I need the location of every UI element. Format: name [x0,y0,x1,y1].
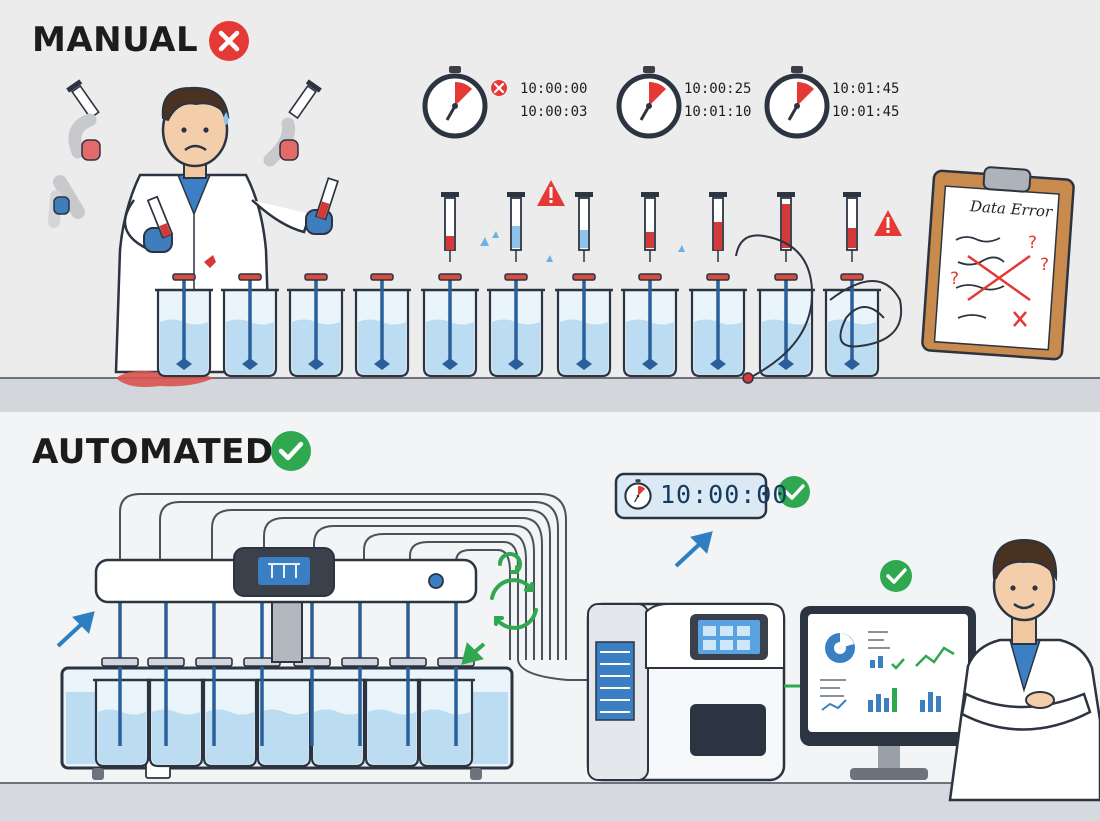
timer-readout-1: 10:00:00 10:00:03 [520,78,587,124]
manual-title: MANUAL [32,20,199,60]
automated-timer-value: 10:00:00 [660,480,789,509]
timer-3-start: 10:01:45 [832,81,900,97]
timer-display [614,472,768,520]
check-circle-icon [880,560,912,592]
automation-head [94,547,478,663]
automated-bench [0,783,1100,821]
manual-beaker-row [153,272,883,378]
warning-triangle-icon [537,180,565,206]
recycle-arrows-icon [490,552,538,630]
timer-readout-3: 10:01:45 10:01:45 [832,78,899,124]
autosampler-analyzer [586,602,786,782]
timer-3-end: 10:01:45 [832,104,900,120]
auto-paddle-rods [118,598,458,746]
automated-title: AUTOMATED [32,432,274,472]
auto-vessel-lids [101,657,475,667]
data-error-clipboard: ? ? ? [921,166,1075,361]
flow-arrow-icon [56,611,95,648]
timer-error-icon [491,80,507,96]
svg-text:?: ? [950,269,959,289]
svg-text:?: ? [1040,255,1049,275]
timer-2-start: 10:00:25 [684,81,752,97]
x-circle-icon [209,21,249,61]
flow-arrow-icon [674,531,713,568]
auto-vessel-row [91,678,477,768]
timer-1-start: 10:00:00 [520,81,588,97]
timer-readout-2: 10:00:25 10:01:10 [684,78,751,124]
timer-1-end: 10:00:03 [520,104,588,120]
results-monitor [784,606,976,780]
check-circle-icon [271,431,311,471]
svg-text:?: ? [1028,233,1037,253]
flow-arrow-icon [461,642,486,665]
check-circle-icon [778,476,810,508]
timer-2-end: 10:01:10 [684,104,752,120]
warning-triangle-icon [874,210,902,236]
automated-scientist [948,538,1100,802]
manual-syringes [440,191,903,384]
